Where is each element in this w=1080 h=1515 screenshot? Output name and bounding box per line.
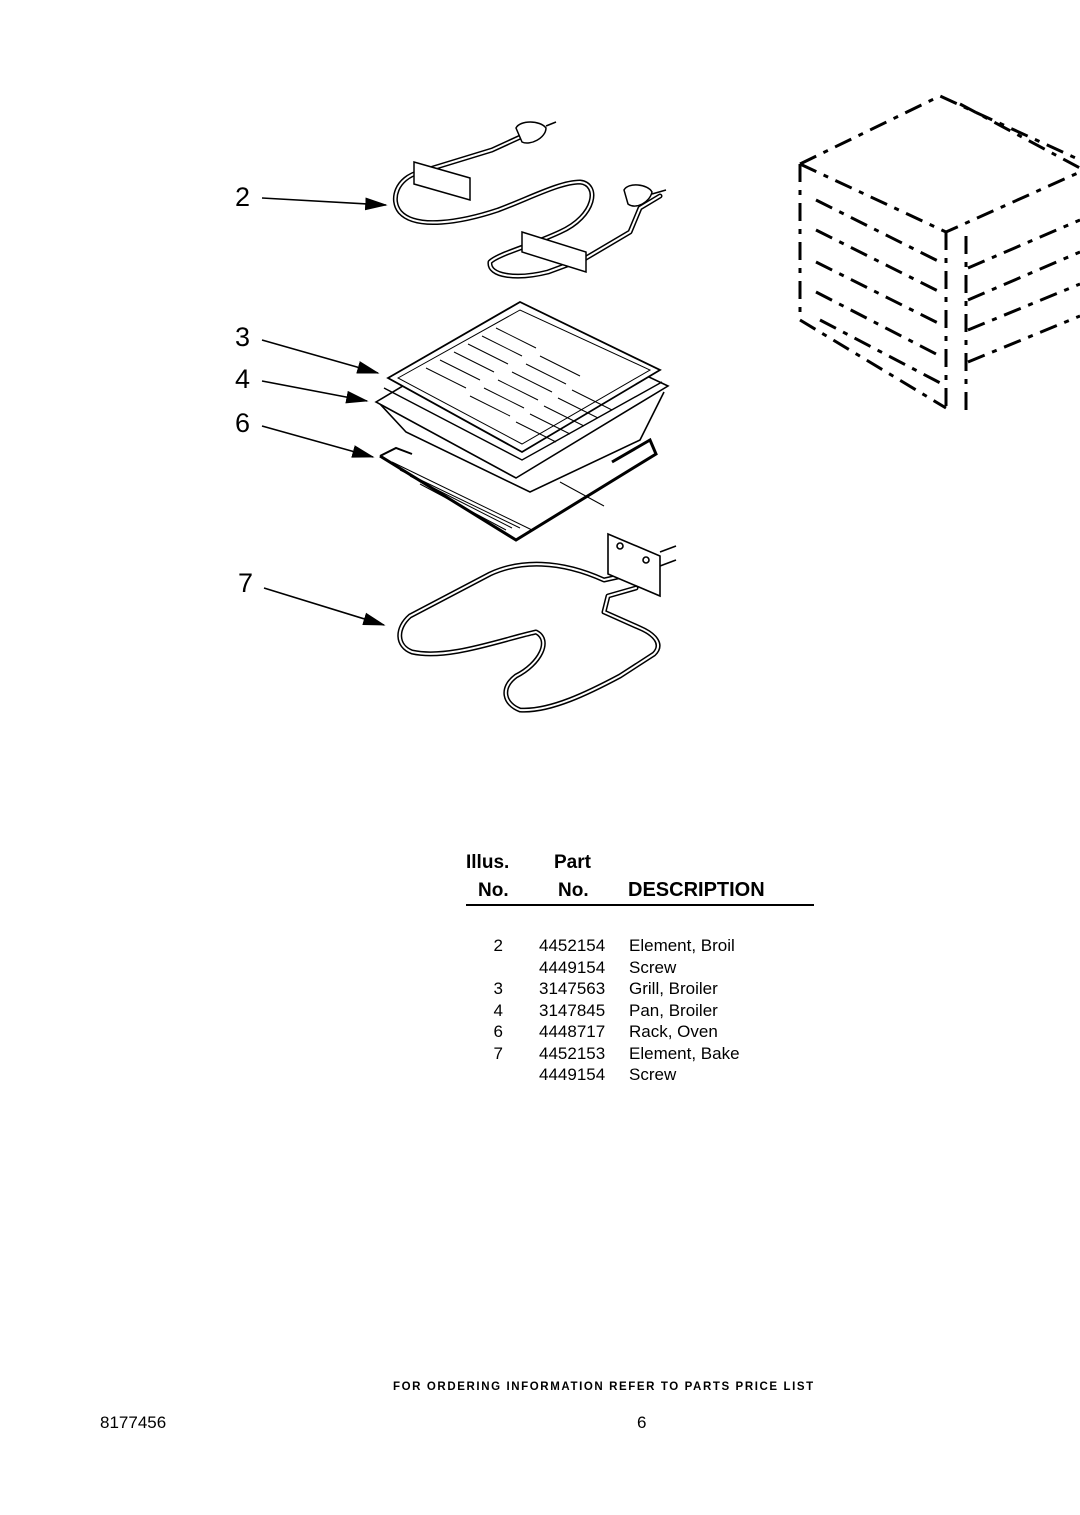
broiler-pan-drawing — [374, 300, 670, 493]
illus-number: 4 — [493, 1000, 503, 1020]
ordering-note: FOR ORDERING INFORMATION REFER TO PARTS … — [393, 1381, 815, 1393]
part-number: 4449154 — [539, 1065, 606, 1084]
callout-4: 4 — [235, 364, 251, 394]
part-number: 3147845 — [539, 1000, 606, 1020]
table-row: 7 4452153 Element, Bake — [466, 1043, 886, 1065]
broil-element-brackets — [413, 121, 667, 274]
part-description: Element, Bake — [629, 1043, 740, 1063]
leader-line-2 — [261, 197, 388, 211]
bake-element-drawing — [397, 561, 661, 713]
part-description: Screw — [629, 957, 677, 977]
table-row: 6 4448717 Rack, Oven — [466, 1021, 886, 1043]
leader-line-3 — [261, 339, 380, 374]
part-description: Rack, Oven — [629, 1022, 718, 1041]
table-row: 2 4452154 Element, Broil — [466, 935, 886, 957]
header-rule — [466, 904, 814, 906]
part-number: 4448717 — [539, 1022, 606, 1041]
header-illus-no: No. — [478, 880, 509, 901]
part-number: 3147563 — [539, 979, 606, 998]
part-description: Grill, Broiler — [629, 979, 718, 998]
grill-slots — [425, 327, 613, 443]
bake-element-bracket — [607, 532, 677, 598]
table-row: 3 3147563 Grill, Broiler — [466, 978, 886, 1000]
callout-6: 6 — [235, 408, 251, 438]
leader-line-6 — [261, 425, 375, 458]
table-row: 4449154 Screw — [466, 1064, 886, 1086]
callout-3: 3 — [235, 322, 251, 352]
part-description: Element, Broil — [629, 936, 735, 955]
oven-rack-drawing — [379, 437, 658, 542]
part-description: Pan, Broiler — [629, 1000, 718, 1020]
table-row: 4 3147845 Pan, Broiler — [466, 1000, 886, 1022]
parts-table: 2 4452154 Element, Broil 4449154 Screw 3… — [466, 935, 886, 1086]
page-number: 6 — [637, 1413, 647, 1432]
callout-2: 2 — [235, 182, 251, 212]
callout-7: 7 — [238, 568, 254, 598]
header-description: DESCRIPTION — [628, 879, 765, 901]
part-number: 4449154 — [539, 957, 606, 977]
table-row: 4449154 Screw — [466, 957, 886, 979]
part-number: 4452154 — [539, 936, 606, 955]
header-part: Part — [554, 852, 591, 873]
illus-number: 6 — [493, 1022, 503, 1041]
header-part-no: No. — [558, 880, 589, 901]
parts-diagram — [261, 94, 1080, 713]
illus-number: 2 — [493, 936, 503, 955]
leader-line-4 — [261, 380, 369, 404]
leader-line-7 — [263, 587, 386, 626]
header-illus: Illus. — [466, 852, 510, 873]
leader-lines — [261, 197, 388, 626]
part-description: Screw — [629, 1065, 677, 1084]
document-number: 8177456 — [100, 1413, 167, 1432]
part-number: 4452153 — [539, 1043, 606, 1063]
illus-number: 3 — [493, 979, 503, 998]
oven-cavity-outline — [798, 94, 1080, 410]
broil-element-drawing — [393, 125, 663, 279]
illus-number: 7 — [493, 1043, 503, 1063]
